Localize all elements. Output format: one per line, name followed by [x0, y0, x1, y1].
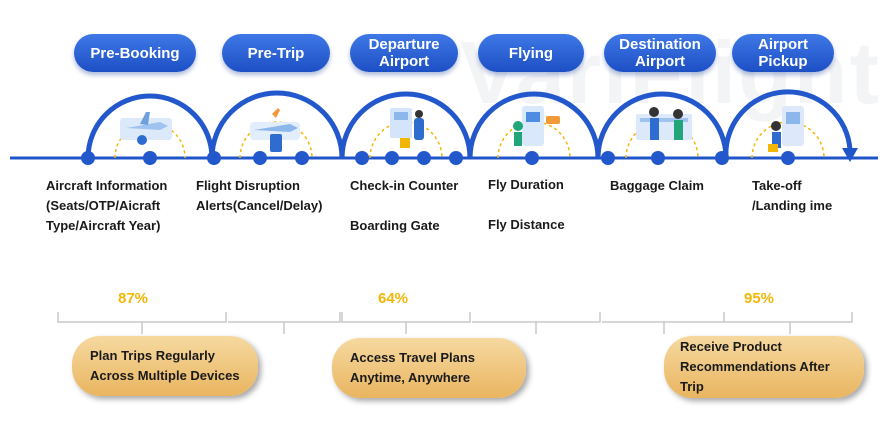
timeline-dot	[525, 151, 539, 165]
check-in-counter-icon	[390, 108, 424, 148]
stage-details-flying: Fly Duration Fly Distance	[488, 177, 565, 232]
arc-destination	[595, 91, 729, 159]
timeline-dot	[385, 151, 399, 165]
arc-pickup	[723, 89, 853, 159]
timeline-dot	[295, 151, 309, 165]
arc-pre-trip	[209, 90, 345, 159]
stage-details-pre-trip: Flight Disruption Alerts(Cancel/Delay)	[196, 178, 323, 213]
percentage-label: 87%	[118, 290, 149, 307]
arc-pre-booking	[85, 93, 215, 159]
stage-details-pre-booking: Aircraft Information (Seats/OTP/Aicraft …	[46, 178, 168, 233]
phone-airplane-icon	[250, 108, 300, 152]
percentage-label: 64%	[378, 290, 409, 307]
timeline-dot	[601, 151, 615, 165]
timeline-dot	[81, 151, 95, 165]
stage-pill-pre-booking: Pre-Booking	[74, 34, 196, 72]
timeline-dot	[207, 151, 221, 165]
stage-pill-flying: Flying	[478, 34, 584, 72]
timeline-dot	[449, 151, 463, 165]
timeline-dot	[715, 151, 729, 165]
timeline-dot	[651, 151, 665, 165]
timeline-dot	[143, 151, 157, 165]
timeline-dot	[781, 151, 795, 165]
benefit-capsule-plan-trips: Plan Trips Regularly Across Multiple Dev…	[72, 336, 258, 396]
stage-details-departure: Check-in Counter Boarding Gate	[350, 178, 459, 233]
stage-details-destination: Baggage Claim	[610, 178, 704, 193]
timeline-dot	[253, 151, 267, 165]
bracket-right	[723, 312, 853, 323]
benefit-capsule-access-plans: Access Travel Plans Anytime, Anywhere	[332, 338, 526, 398]
stage-pill-pre-trip: Pre-Trip	[222, 34, 330, 72]
baggage-claim-icon	[636, 107, 692, 140]
stage-details-pickup: Take-off /Landing ime	[752, 178, 833, 213]
stage-pill-departure-airport: Departure Airport	[350, 34, 458, 72]
stage-pill-destination-airport: Destination Airport	[604, 34, 716, 72]
timeline-dot	[355, 151, 369, 165]
bracket-left	[57, 312, 227, 323]
benefit-capsule-recommendations: Receive Product Recommendations After Tr…	[664, 336, 864, 398]
timeline-dot	[417, 151, 431, 165]
timeline-arrowhead	[842, 148, 858, 162]
bracket-center	[341, 312, 471, 323]
arc-flying	[467, 91, 601, 159]
airplane-icon	[120, 112, 172, 145]
flying-phone-icon	[513, 106, 560, 146]
percentage-label: 95%	[744, 290, 775, 307]
arc-departure	[339, 91, 473, 159]
stage-pill-airport-pickup: Airport Pickup	[732, 34, 834, 72]
pickup-icon	[768, 106, 804, 152]
